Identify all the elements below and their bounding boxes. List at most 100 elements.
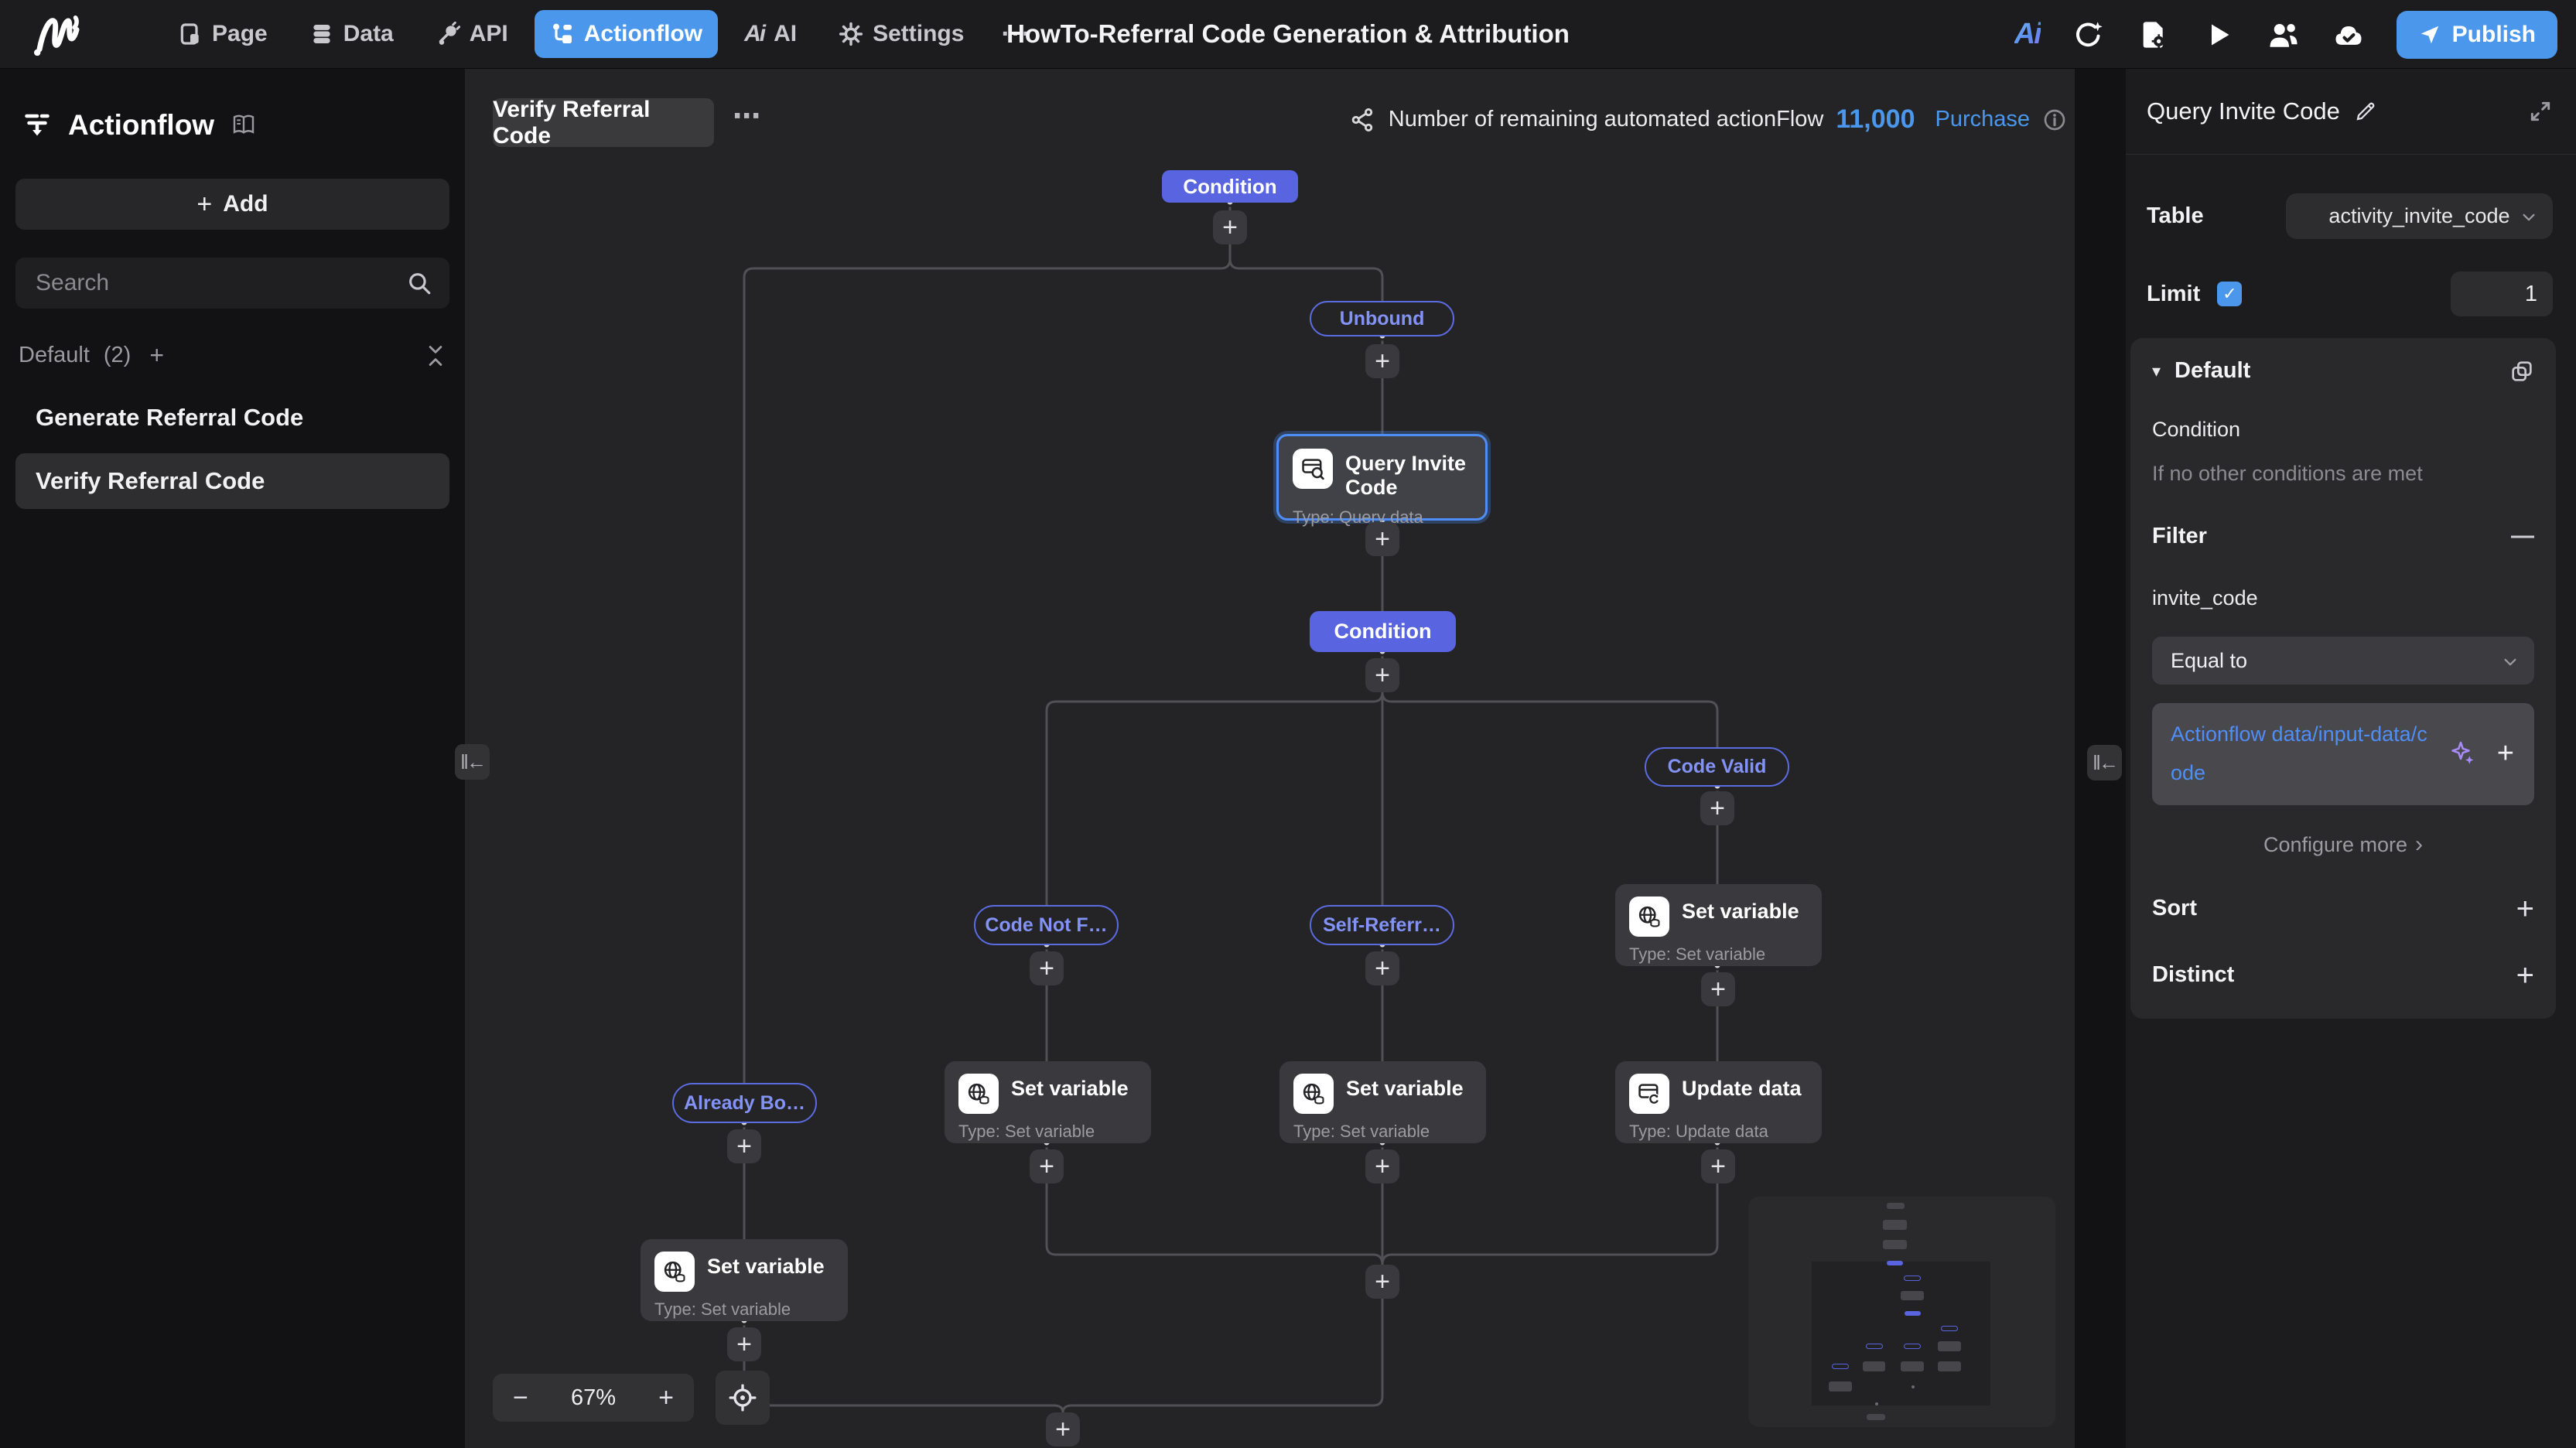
minimap-node [1875, 1402, 1878, 1405]
filter-value-box[interactable]: Actionflow data/input-data/code [2152, 703, 2534, 805]
refresh-review-button[interactable] [2072, 18, 2106, 52]
edit-pencil-icon[interactable] [2354, 100, 2377, 123]
remove-filter-icon[interactable] [2511, 523, 2534, 549]
add-value-icon[interactable] [2497, 737, 2514, 770]
group-add-icon[interactable]: + [149, 341, 165, 369]
add-node-button[interactable] [1030, 1149, 1064, 1183]
flow-item-generate-referral-code[interactable]: Generate Referral Code [15, 390, 449, 446]
momen-logo-icon[interactable] [31, 10, 85, 58]
zoom-out-button[interactable] [513, 1383, 528, 1413]
nav-actionflow-label: Actionflow [583, 21, 703, 46]
caret-down-icon[interactable]: ▾ [2152, 360, 2161, 381]
add-sort-icon[interactable] [2516, 893, 2534, 924]
node-branch-self-referral[interactable]: Self-Referr… [1310, 905, 1454, 945]
ai-sparkle-icon[interactable] [2449, 740, 2477, 768]
node-set-variable-center[interactable]: Set variable Type: Set variable [1279, 1061, 1486, 1143]
ai-assistant-logo-icon[interactable]: Ai [2014, 18, 2042, 50]
add-node-button[interactable] [1700, 791, 1734, 825]
filter-field: invite_code [2152, 586, 2258, 610]
operator-value: Equal to [2171, 648, 2248, 672]
add-node-button[interactable] [1365, 658, 1399, 692]
panel-title: Query Invite Code [2147, 97, 2340, 125]
node-set-variable-bottom[interactable]: Set variable Type: Set variable [641, 1239, 848, 1321]
add-node-button[interactable] [1365, 951, 1399, 985]
minimap[interactable] [1748, 1197, 2055, 1427]
limit-checkbox[interactable] [2217, 282, 2243, 306]
preview-button[interactable] [2202, 18, 2236, 52]
copy-icon[interactable] [2509, 359, 2534, 384]
node-condition-mid[interactable]: Condition [1310, 611, 1456, 652]
minimap-node [1938, 1341, 1961, 1351]
expand-panel-icon[interactable] [2528, 99, 2553, 124]
topbar-actions: Ai Publish [2014, 0, 2557, 69]
add-distinct-icon[interactable] [2516, 960, 2534, 991]
nav-actionflow[interactable]: Actionflow [534, 10, 719, 58]
node-set-variable-left[interactable]: Set variable Type: Set variable [945, 1061, 1151, 1143]
current-flow-tab[interactable]: Verify Referral Code [493, 97, 714, 149]
group-count: (2) [103, 343, 132, 367]
add-node-button[interactable] [1213, 210, 1247, 244]
add-node-button[interactable] [1030, 951, 1064, 985]
flow-item-verify-referral-code[interactable]: Verify Referral Code [15, 453, 449, 509]
purchase-link[interactable]: Purchase [1935, 107, 2030, 131]
node-type-label: Type: [1293, 1122, 1335, 1141]
cloud-sync-button[interactable] [2332, 18, 2366, 52]
zoom-in-button[interactable] [658, 1383, 674, 1413]
play-icon [2211, 24, 2229, 45]
fit-view-button[interactable] [716, 1371, 770, 1425]
add-node-button[interactable] [1365, 344, 1399, 378]
table-label: Table [2147, 203, 2204, 228]
sort-label: Sort [2152, 896, 2197, 921]
query-data-icon [1293, 449, 1333, 489]
add-node-button[interactable] [1701, 972, 1735, 1006]
add-node-button[interactable] [1046, 1412, 1080, 1446]
configure-more-link[interactable]: Configure more› [2152, 832, 2534, 858]
node-condition-top[interactable]: Condition [1162, 170, 1298, 203]
minimap-node [1901, 1361, 1924, 1371]
add-actionflow-button[interactable]: Add [15, 179, 449, 230]
table-select[interactable]: activity_invite_code [2286, 193, 2553, 239]
nav-ai[interactable]: Ai AI [729, 10, 812, 58]
minimap-node [1941, 1326, 1958, 1331]
info-icon[interactable] [2042, 108, 2067, 132]
add-node-button[interactable] [727, 1327, 761, 1361]
node-branch-unbound[interactable]: Unbound [1310, 301, 1454, 336]
minimap-node [1887, 1203, 1905, 1209]
collapse-all-icon[interactable] [425, 344, 446, 367]
collaborators-button[interactable] [2267, 18, 2301, 52]
nav-page[interactable]: Page [162, 10, 283, 58]
add-node-button[interactable] [1701, 1149, 1735, 1183]
add-node-button[interactable] [1365, 522, 1399, 556]
node-branch-code-valid[interactable]: Code Valid [1645, 747, 1789, 787]
minimap-nodes [1748, 1197, 2055, 1427]
node-query-invite-code[interactable]: Query Invite Code Type: Query data [1276, 434, 1488, 527]
node-branch-already-bound[interactable]: Already Bo… [672, 1083, 817, 1123]
nav-api[interactable]: API [420, 10, 524, 58]
minimap-node [1901, 1291, 1924, 1300]
docs-book-icon[interactable] [231, 113, 256, 138]
group-row-default[interactable]: Default (2) + [19, 341, 446, 370]
collapse-panel-handle[interactable] [2087, 745, 2122, 780]
nav-more-button[interactable]: ··· [1001, 19, 1033, 49]
limit-row: Limit [2126, 272, 2576, 316]
default-card-header[interactable]: ▾ Default [2152, 358, 2534, 384]
add-node-button[interactable] [727, 1129, 761, 1163]
add-node-button[interactable] [1365, 1265, 1399, 1299]
publish-button[interactable]: Publish [2396, 10, 2557, 59]
flow-canvas[interactable]: Verify Referral Code ⋯ Number of remaini… [465, 69, 2075, 1448]
file-settings-button[interactable] [2137, 18, 2171, 52]
collapse-sidebar-handle[interactable] [455, 744, 490, 780]
nav-data[interactable]: Data [294, 10, 409, 58]
limit-input[interactable] [2451, 272, 2553, 316]
nav-settings[interactable]: Settings [823, 10, 979, 58]
flow-edges [739, 196, 1723, 1413]
set-variable-icon [1629, 896, 1669, 937]
flow-tab-more-icon[interactable]: ⋯ [733, 100, 763, 131]
operator-select[interactable]: Equal to [2152, 637, 2534, 685]
node-update-data[interactable]: Update data Type: Update data [1615, 1061, 1822, 1143]
node-branch-code-not-found[interactable]: Code Not F… [974, 905, 1119, 945]
sidebar-header: Actionflow [0, 69, 465, 142]
node-set-variable-right[interactable]: Set variable Type: Set variable [1615, 884, 1822, 966]
search-input[interactable] [15, 258, 449, 309]
add-node-button[interactable] [1365, 1149, 1399, 1183]
